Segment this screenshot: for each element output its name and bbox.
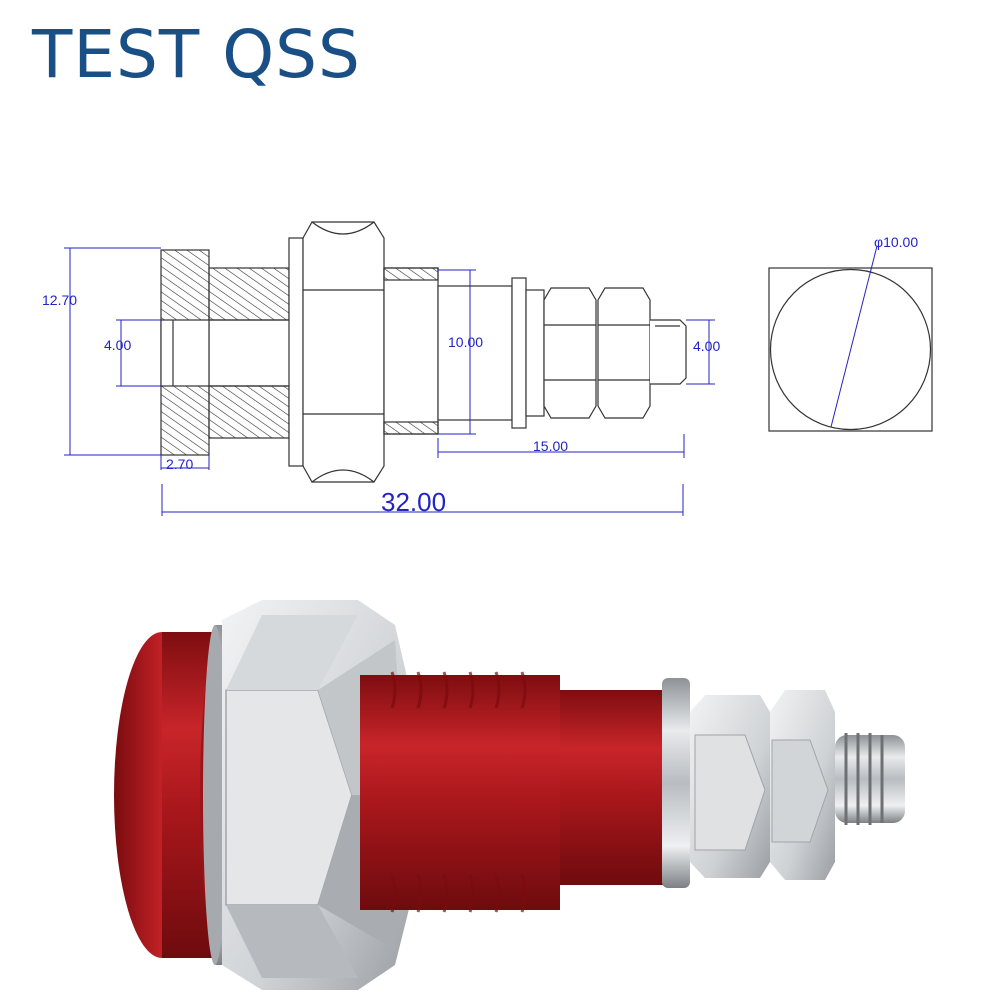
dim-bore-left: 4.00	[104, 337, 131, 353]
product-render	[114, 600, 905, 990]
side-view	[160, 221, 687, 483]
thread-lower	[208, 385, 290, 439]
dim-stud-diameter: 4.00	[693, 338, 720, 354]
bore	[160, 319, 210, 387]
dim-overall-height: 12.70	[42, 292, 77, 308]
dimension-labels: 12.70 4.00 2.70 10.00 15.00 4.00 32.00 φ…	[42, 234, 918, 517]
washer	[288, 237, 304, 467]
end-view-square	[768, 267, 933, 432]
stud	[650, 319, 687, 385]
shaft-render	[560, 690, 670, 885]
washer-small	[511, 277, 527, 429]
hex-nut-large	[302, 221, 385, 483]
dimension-lines	[64, 245, 878, 516]
hex-nut-small-2	[597, 287, 651, 419]
end-view-circle	[769, 268, 932, 431]
dim-end-diameter: φ10.00	[874, 234, 918, 250]
dim-terminal-length: 15.00	[533, 438, 568, 454]
dim-flange-thickness: 2.70	[166, 456, 193, 472]
brand-logo: TEST QSS	[32, 16, 361, 93]
threaded-body	[360, 675, 560, 910]
shaft	[437, 285, 513, 421]
dim-thread-diameter: 10.00	[448, 334, 483, 350]
small-washer-render	[662, 678, 690, 888]
dim-overall-length: 32.00	[381, 487, 446, 517]
end-view	[768, 267, 933, 432]
thread-upper	[208, 267, 290, 321]
hex-nut-small-1	[543, 287, 597, 419]
